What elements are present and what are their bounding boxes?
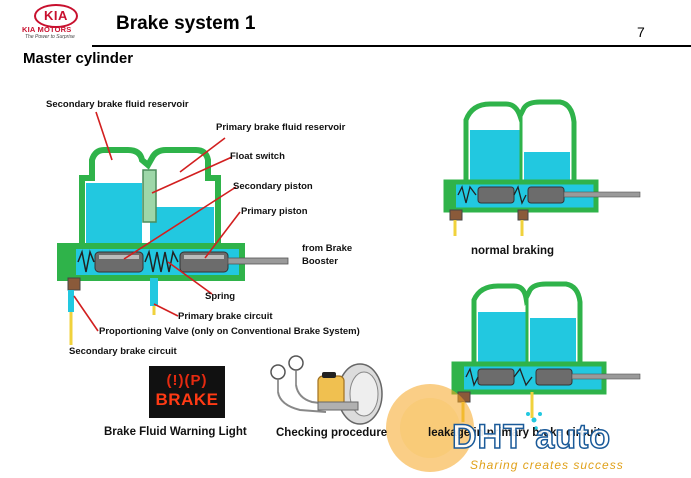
label-primary-circuit: Primary brake circuit: [178, 311, 273, 322]
caption-warning-light: Brake Fluid Warning Light: [104, 426, 247, 438]
checking-procedure-illustration: [270, 355, 383, 425]
brake-warning-light: (!)(P) BRAKE: [149, 366, 225, 418]
watermark-graphic: [386, 384, 474, 472]
brake-warning-icon: (!)(P): [166, 372, 208, 389]
normal-braking-cylinder: [443, 99, 641, 236]
page-title: Brake system 1: [116, 13, 256, 34]
label-primary-reservoir: Primary brake fluid reservoir: [216, 122, 346, 133]
leakage-cylinder: [451, 281, 641, 430]
caption-checking-procedure: Checking procedure: [276, 427, 388, 439]
kia-motors-wordmark: KIA MOTORS: [22, 25, 72, 34]
label-from-booster-line1: from Brake: [302, 243, 353, 254]
label-secondary-reservoir: Secondary brake fluid reservoir: [46, 99, 189, 110]
label-primary-piston: Primary piston: [241, 206, 308, 217]
section-subtitle: Master cylinder: [23, 50, 134, 67]
header-divider: [92, 45, 691, 47]
caption-leakage: leakage in primary brake circuit: [428, 427, 601, 439]
label-float-switch: Float switch: [230, 151, 285, 162]
page-number: 7: [637, 24, 645, 40]
label-secondary-circuit: Secondary brake circuit: [69, 346, 177, 357]
watermark-text: DHT auto: [451, 417, 612, 457]
kia-logo: KIA: [34, 4, 78, 28]
brake-warning-text: BRAKE: [155, 390, 219, 409]
watermark-slogan: Sharing creates success: [470, 458, 624, 472]
kia-slogan: The Power to Surprise: [25, 34, 75, 40]
label-leader-lines: [73, 111, 241, 332]
label-from-booster-line2: Booster: [302, 256, 338, 267]
label-secondary-piston: Secondary piston: [233, 181, 313, 192]
caption-normal-braking: normal braking: [471, 245, 555, 257]
label-proportioning-valve: Proportioning Valve (only on Conventiona…: [99, 326, 360, 337]
label-spring: Spring: [205, 291, 236, 302]
